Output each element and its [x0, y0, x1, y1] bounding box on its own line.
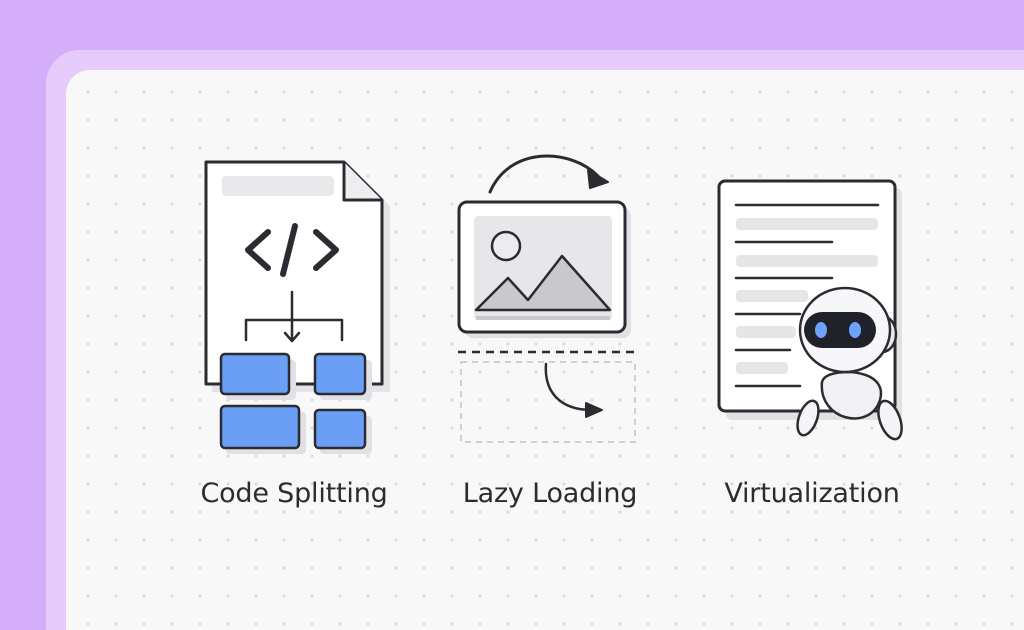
list-lines	[734, 203, 880, 388]
virtualization-icon	[717, 179, 903, 441]
code-splitting-label: Code Splitting	[200, 478, 388, 509]
code-brackets-icon	[245, 223, 339, 277]
arrow-down-icon	[244, 290, 344, 343]
illustrations	[204, 154, 903, 454]
code-splitting-icon	[204, 160, 390, 454]
virtualization-label: Virtualization	[724, 478, 900, 509]
lazy-loading-label: Lazy Loading	[462, 478, 638, 509]
lazy-loading-icon	[457, 154, 636, 443]
robot-icon	[796, 286, 903, 441]
